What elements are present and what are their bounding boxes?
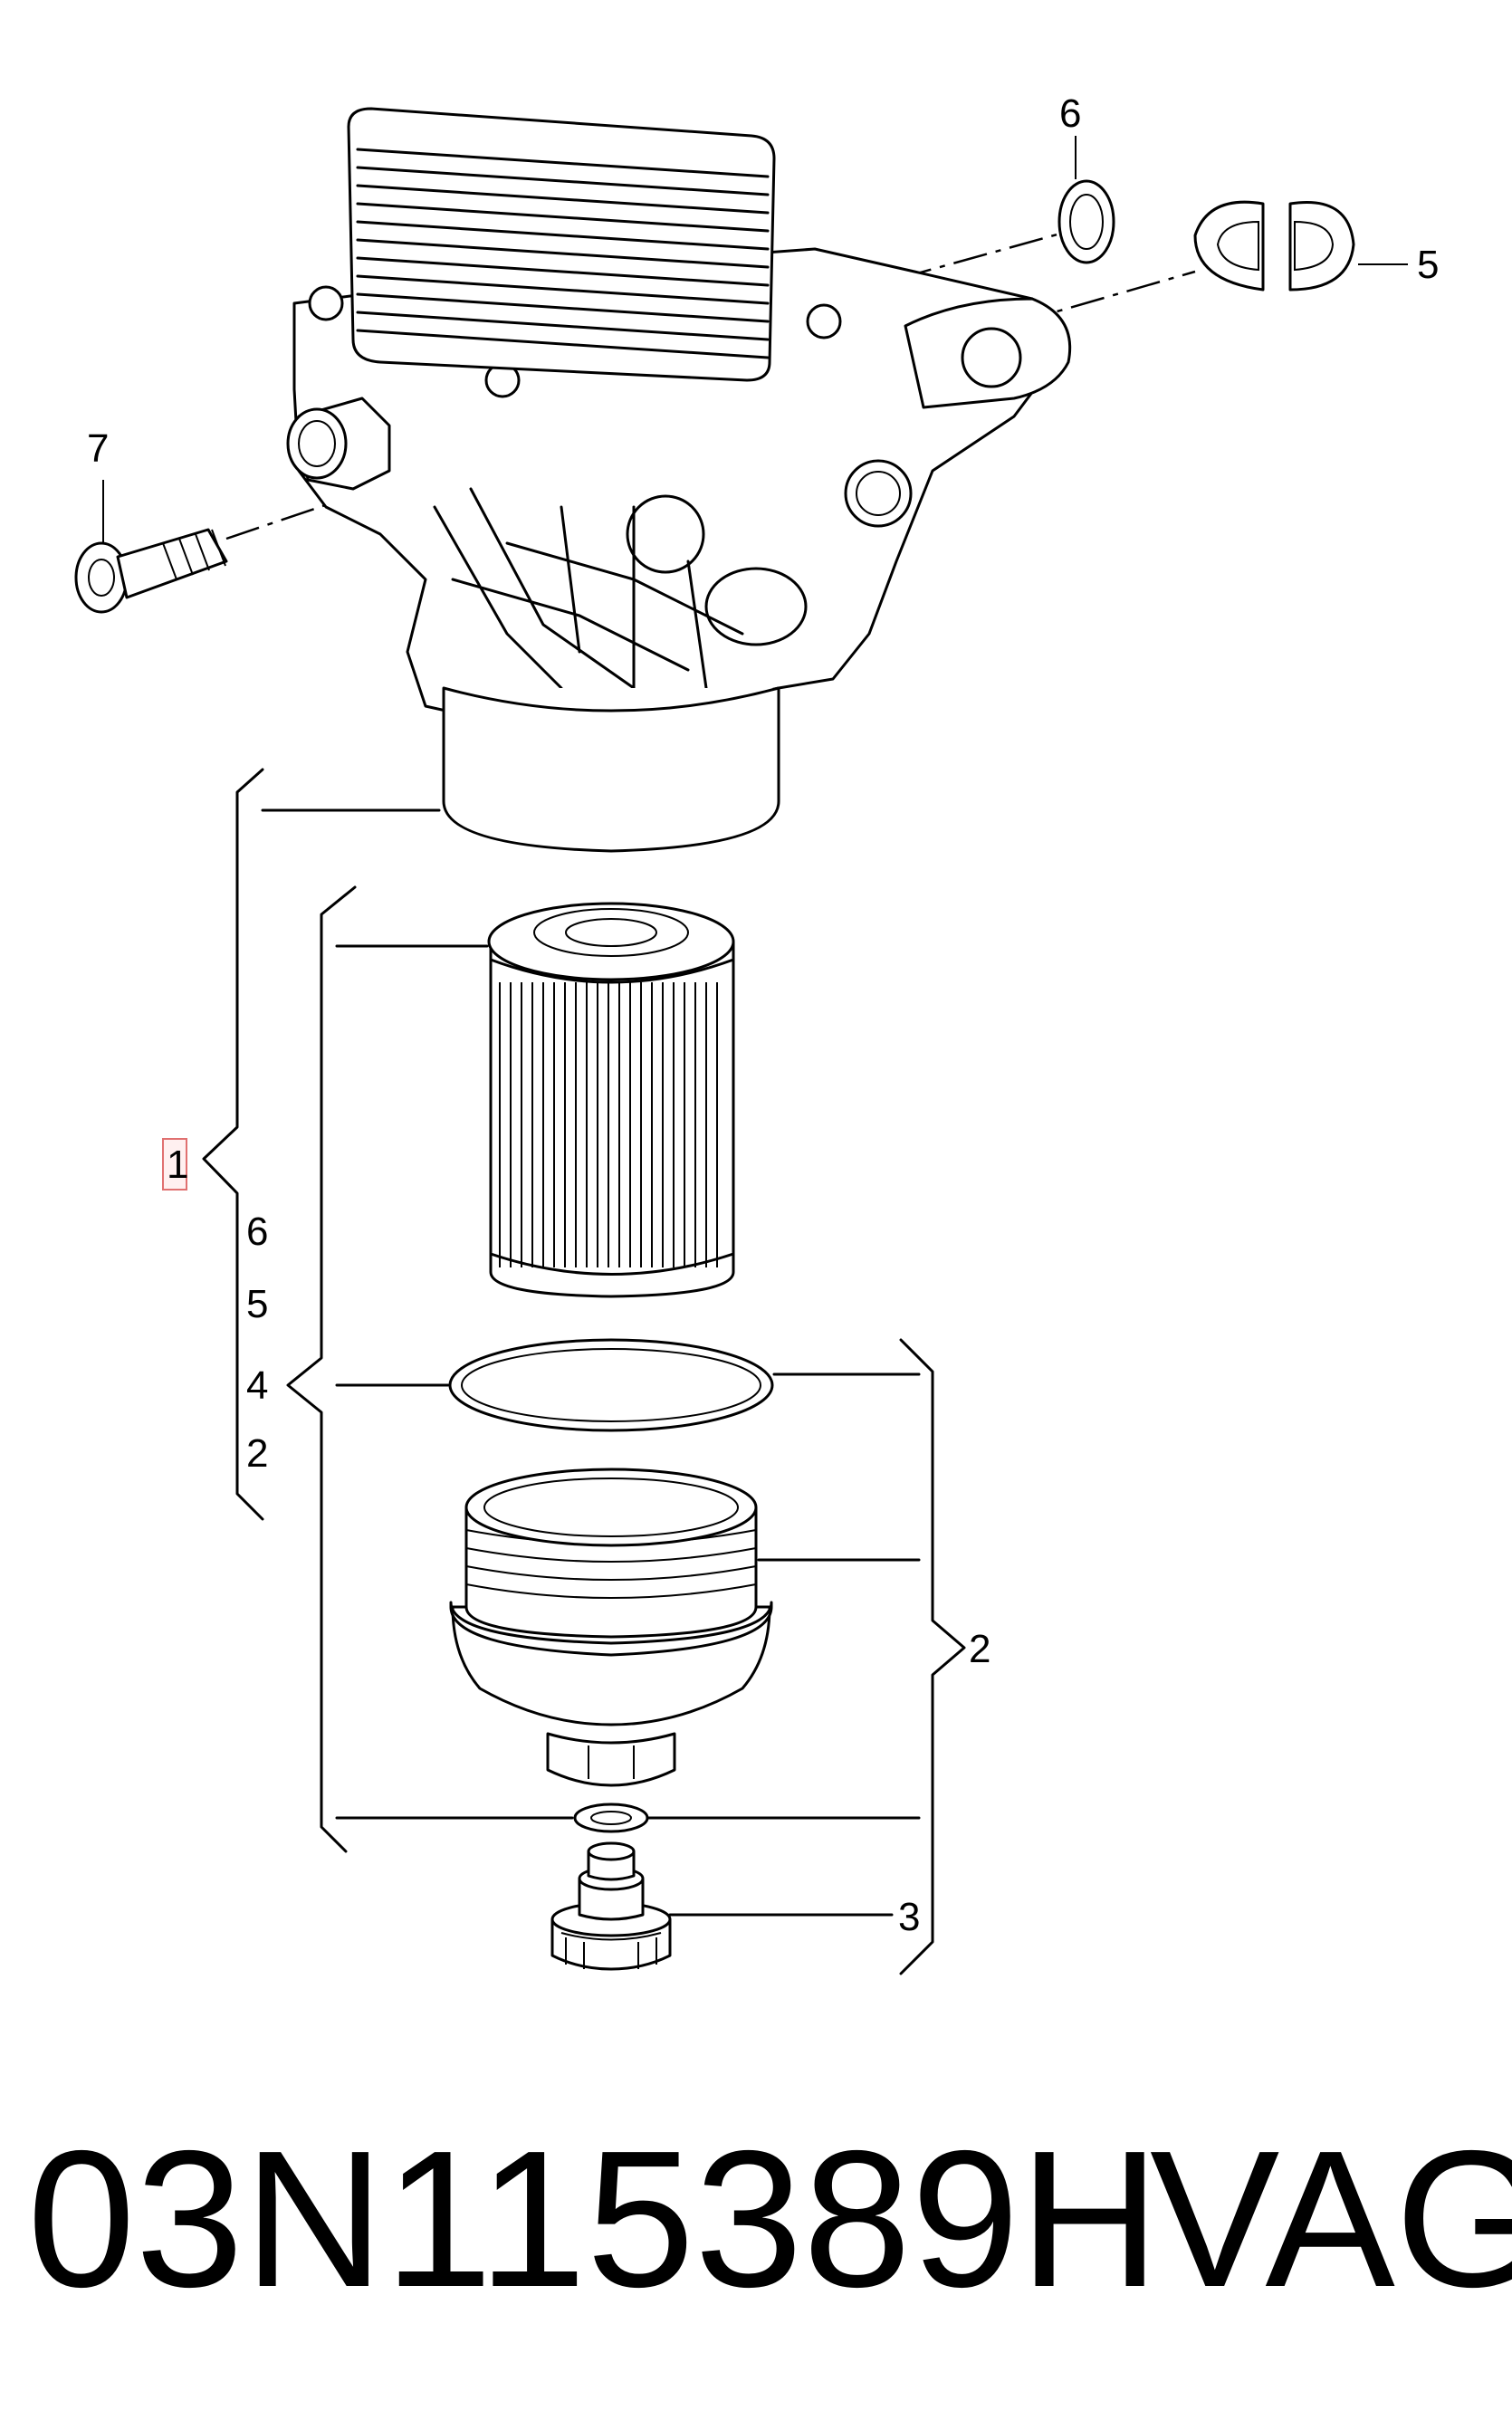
kit-list-item-4: 2 — [246, 1431, 268, 1476]
callout-6-label[interactable]: 6 — [1059, 91, 1081, 136]
brand-name: VAG — [1150, 2109, 1512, 2328]
part-number: 03N115389H — [27, 2109, 1160, 2328]
callout-1-highlight — [162, 1138, 187, 1191]
callout-2-label[interactable]: 2 — [969, 1627, 990, 1671]
o-ring-small-drawing — [1057, 136, 1115, 264]
callout-3-label[interactable]: 3 — [898, 1895, 920, 1939]
filter-cap-drawing — [449, 1468, 773, 1787]
bolt-drawing — [74, 480, 228, 614]
washer-drawing — [573, 1803, 649, 1833]
gasket-double-d-drawing — [1193, 200, 1408, 292]
o-ring-large-drawing — [448, 1338, 774, 1432]
filter-element-drawing — [487, 902, 735, 1298]
drain-plug-drawing — [550, 1841, 672, 1971]
callout-1-label[interactable]: 1 — [167, 1143, 188, 1187]
kit-list-item-1: 6 — [246, 1210, 268, 1254]
callout-5-label[interactable]: 5 — [1417, 243, 1439, 287]
leader-lines — [202, 768, 966, 1975]
kit-list-item-3: 4 — [246, 1363, 268, 1408]
filter-housing-drawing — [225, 107, 1196, 853]
callout-7-label[interactable]: 7 — [87, 426, 109, 471]
kit-list-item-2: 5 — [246, 1282, 268, 1326]
